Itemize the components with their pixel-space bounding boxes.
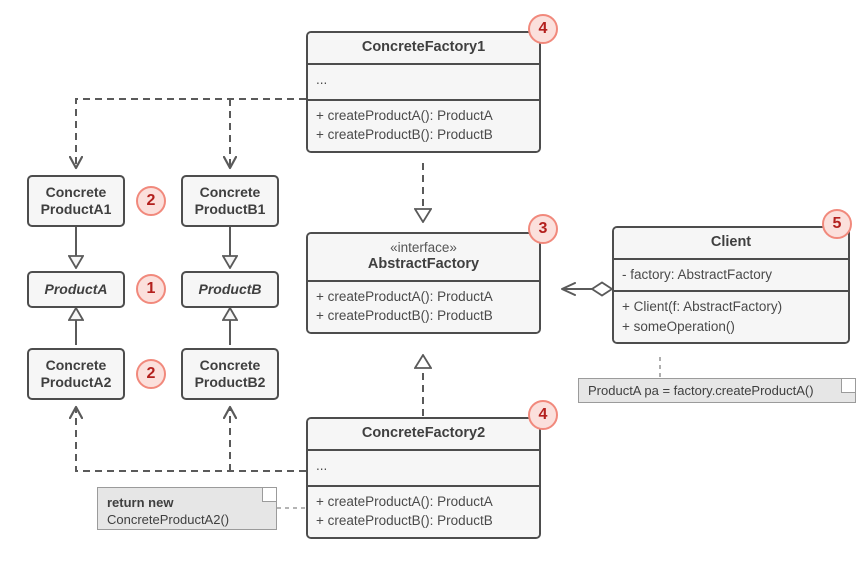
operation-row: + someOperation() <box>622 318 735 334</box>
class-abstract-factory[interactable]: «interface» AbstractFactory + createProd… <box>306 232 541 334</box>
note-return-new: return new ConcreteProductA2() <box>97 487 277 530</box>
class-name-line-1: ProductB <box>198 281 262 298</box>
class-concrete-product-b1[interactable]: Concrete ProductB1 <box>181 175 279 227</box>
badge-concrete-factory-1: 4 <box>528 14 558 44</box>
note-client-call: ProductA pa = factory.createProductA() <box>578 378 856 403</box>
attribute-row: ... <box>316 457 328 473</box>
stereotype-interface: «interface» <box>390 240 457 255</box>
class-name-line-2: ProductA2 <box>40 374 112 390</box>
class-concrete-factory-2[interactable]: ConcreteFactory2 ... + createProductA():… <box>306 417 541 539</box>
operation-row: + createProductB(): ProductB <box>316 513 493 529</box>
class-name-client: Client <box>614 228 848 258</box>
badge-concrete-factory-2: 4 <box>528 400 558 430</box>
badge-product-concrete-bottom: 2 <box>136 359 166 389</box>
operations-concrete-factory-2: + createProductA(): ProductA + createPro… <box>308 484 539 537</box>
note-text: ProductA pa = factory.createProductA() <box>588 383 814 398</box>
class-product-b[interactable]: ProductB <box>181 271 279 308</box>
class-name-concrete-factory-1: ConcreteFactory1 <box>308 33 539 63</box>
class-product-a[interactable]: ProductA <box>27 271 125 308</box>
class-name-line-2: ProductA1 <box>40 201 112 217</box>
class-name-concrete-factory-2: ConcreteFactory2 <box>308 419 539 449</box>
class-client[interactable]: Client - factory: AbstractFactory + Clie… <box>612 226 850 345</box>
badge-product-abstract: 1 <box>136 274 166 304</box>
class-concrete-product-a1[interactable]: Concrete ProductA1 <box>27 175 125 227</box>
badge-client: 5 <box>822 209 852 239</box>
attributes-client: - factory: AbstractFactory <box>614 257 848 291</box>
operation-row: + createProductB(): ProductB <box>316 127 493 143</box>
class-name-line-1: ProductA <box>44 281 108 298</box>
class-title-abstract-factory: AbstractFactory <box>367 256 480 273</box>
attribute-row: - factory: AbstractFactory <box>622 266 773 282</box>
note-text-bold: return new <box>107 495 174 510</box>
attributes-concrete-factory-1: ... <box>308 62 539 99</box>
note-text-rest: ConcreteProductA2() <box>107 511 230 527</box>
note-fold-corner <box>841 379 855 393</box>
attributes-concrete-factory-2: ... <box>308 448 539 485</box>
attribute-row: ... <box>316 71 328 87</box>
operations-concrete-factory-1: + createProductA(): ProductA + createPro… <box>308 98 539 151</box>
edge-dependency-factory1-products <box>76 98 306 168</box>
class-name-line-1: Concrete <box>199 357 261 374</box>
edge-aggregation-client-abstractfactory <box>561 281 614 297</box>
class-name-abstract-factory: «interface» AbstractFactory <box>308 234 539 280</box>
operation-row: + createProductA(): ProductA <box>316 493 493 509</box>
operation-row: + Client(f: AbstractFactory) <box>622 299 783 315</box>
operation-row: + createProductA(): ProductA <box>316 107 493 123</box>
operation-row: + createProductA(): ProductA <box>316 288 493 304</box>
badge-abstract-factory: 3 <box>528 214 558 244</box>
operations-client: + Client(f: AbstractFactory) + someOpera… <box>614 290 848 343</box>
class-concrete-product-b2[interactable]: Concrete ProductB2 <box>181 348 279 400</box>
badge-product-concrete-top: 2 <box>136 186 166 216</box>
class-name-line-1: Concrete <box>45 357 107 374</box>
class-name-line-2: ProductB1 <box>194 201 266 217</box>
edge-dependency-factory2-products <box>76 407 306 472</box>
note-fold-corner <box>262 488 276 502</box>
class-concrete-factory-1[interactable]: ConcreteFactory1 ... + createProductA():… <box>306 31 541 153</box>
class-name-line-2: ProductB2 <box>194 374 266 390</box>
class-concrete-product-a2[interactable]: Concrete ProductA2 <box>27 348 125 400</box>
operations-abstract-factory: + createProductA(): ProductA + createPro… <box>308 279 539 332</box>
class-name-line-1: Concrete <box>199 184 261 201</box>
operation-row: + createProductB(): ProductB <box>316 308 493 324</box>
class-name-line-1: Concrete <box>45 184 107 201</box>
